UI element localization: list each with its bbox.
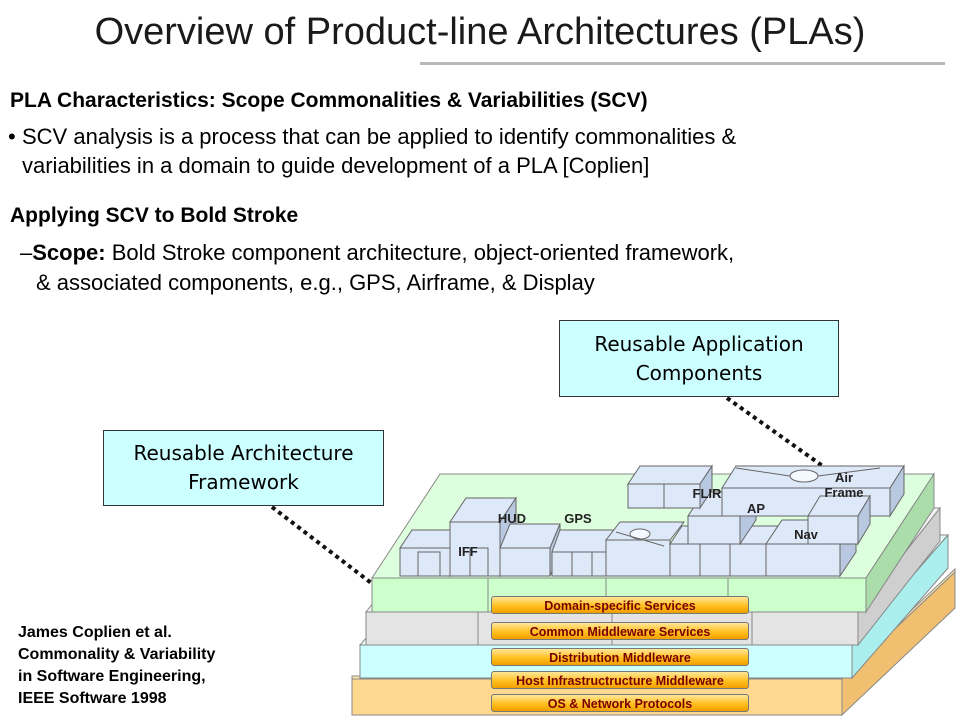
pla-characteristics-heading: PLA Characteristics: Scope Commonalities… — [10, 89, 648, 112]
citation-line3: in Software Engineering, — [18, 668, 206, 685]
nav-label: Nav — [794, 527, 819, 542]
airframe-label: Air Frame — [816, 470, 872, 500]
scv-bullet-line1: SCV analysis is a process that can be ap… — [22, 124, 737, 149]
ap-label: AP — [747, 501, 765, 516]
arch-callout-leader — [270, 505, 385, 594]
layer-label-domain-specific: Domain-specific Services — [491, 596, 749, 614]
title-divider — [420, 62, 945, 65]
iff-label: IFF — [458, 544, 478, 559]
flir-label: FLIR — [693, 486, 722, 501]
app-callout-line2: Components — [635, 360, 763, 385]
layer-label-os-network: OS & Network Protocols — [491, 694, 749, 712]
scope-line1: –Scope: Bold Stroke component architectu… — [20, 240, 735, 265]
layer-label-common-middleware: Common Middleware Services — [491, 622, 749, 640]
scv-bullet-marker: • — [8, 124, 16, 149]
gps-label: GPS — [564, 511, 592, 526]
airframe-label-line1: Air — [834, 470, 854, 485]
citation-line2: Commonality & Variability — [18, 646, 216, 663]
reusable-application-components-callout: Reusable Application Components — [559, 320, 839, 397]
citation-line4: IEEE Software 1998 — [18, 690, 167, 707]
scv-bullet-line2: variabilities in a domain to guide devel… — [22, 153, 650, 178]
arch-callout-line1: Reusable Architecture — [133, 441, 354, 465]
reusable-architecture-framework-callout: Reusable Architecture Framework — [103, 430, 384, 506]
citation: James Coplien et al. Commonality & Varia… — [18, 622, 215, 710]
application-components — [399, 464, 905, 578]
app-callout-line1: Reusable Application — [594, 331, 804, 356]
layer-label-host-infrastructure: Host Infrastructructure Middleware — [491, 671, 749, 689]
slide-title: Overview of Product-line Architectures (… — [94, 11, 866, 53]
layer-label-distribution: Distribution Middleware — [491, 648, 749, 666]
scope-label: Scope: — [32, 240, 106, 265]
hud-label: HUD — [498, 511, 526, 526]
applying-scv-heading: Applying SCV to Bold Stroke — [10, 204, 299, 227]
arch-callout-line2: Framework — [188, 470, 299, 494]
scope-line1-text: Bold Stroke component architecture, obje… — [105, 240, 735, 265]
scope-line2: & associated components, e.g., GPS, Airf… — [36, 270, 595, 295]
airframe-label-line2: Frame — [824, 485, 864, 500]
citation-line1: James Coplien et al. — [18, 624, 172, 641]
